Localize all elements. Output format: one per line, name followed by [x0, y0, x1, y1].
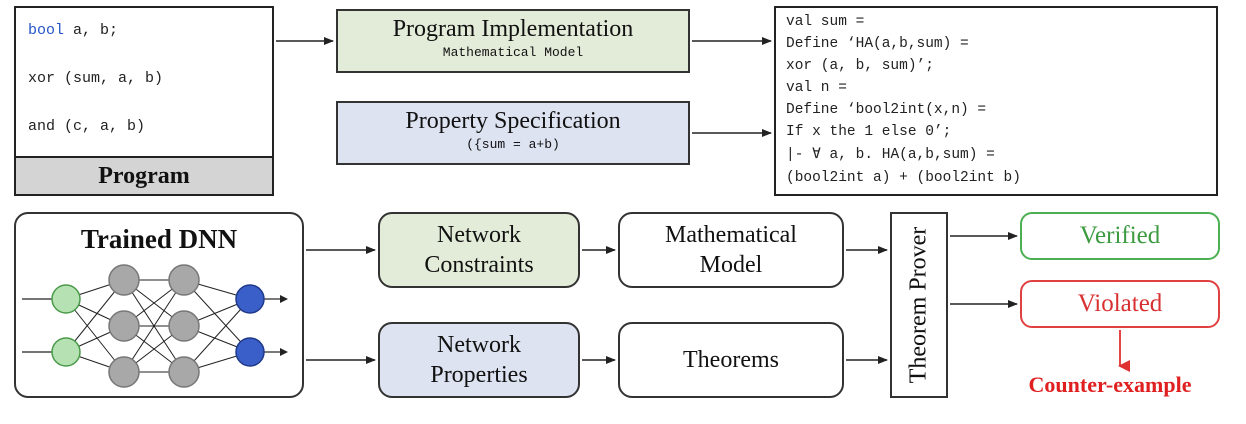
constraints-line-1: Network	[437, 222, 521, 248]
properties-line-2: Properties	[430, 362, 528, 388]
mathematical-model-box: Mathematical Model	[618, 212, 844, 288]
implementation-title: Program Implementation	[392, 16, 634, 42]
verified-label: Verified	[1079, 222, 1161, 249]
code-line-3: and (c, a, b)	[28, 118, 145, 135]
properties-line-1: Network	[437, 332, 521, 358]
hol-line: val n =	[786, 80, 847, 96]
theorems-box: Theorems	[618, 322, 844, 398]
property-specification-box: Property Specification ({sum = a+b)	[336, 101, 690, 165]
verified-box: Verified	[1020, 212, 1220, 260]
violated-label: Violated	[1077, 290, 1163, 317]
hol-line: val sum =	[786, 14, 865, 30]
code-line-1: bool a, b;	[28, 22, 118, 39]
code-keyword: bool	[28, 22, 65, 39]
trained-dnn-box: Trained DNN	[14, 212, 304, 398]
hol-line: Define ‘HA(a,b,sum) =	[786, 36, 969, 52]
code-text: and (c, a, b)	[28, 118, 146, 135]
violated-box: Violated	[1020, 280, 1220, 328]
program-box: bool a, b; xor (sum, a, b) and (c, a, b)…	[14, 6, 274, 196]
hol-line: (bool2int a) + (bool2int b)	[786, 170, 1021, 186]
hol-line: xor (a, b, sum)’;	[786, 58, 934, 74]
code-text: a, b;	[64, 22, 119, 39]
code-text: xor (sum, a, b)	[28, 70, 164, 87]
implementation-subtitle: Mathematical Model	[442, 45, 584, 60]
constraints-line-2: Constraints	[424, 252, 534, 278]
network-constraints-box: Network Constraints	[378, 212, 580, 288]
theorem-prover-box: Theorem Prover	[890, 212, 948, 398]
program-label: Program	[16, 156, 272, 194]
network-properties-box: Network Properties	[378, 322, 580, 398]
hol-line: |- ∀ a, b. HA(a,b,sum) =	[786, 147, 995, 163]
theorems-label: Theorems	[683, 347, 779, 373]
neural-network-icon	[22, 264, 288, 388]
model-line-2: Model	[699, 252, 763, 278]
counter-example-label: Counter-example	[1028, 372, 1192, 397]
model-line-1: Mathematical	[665, 222, 797, 248]
specification-title: Property Specification	[405, 108, 621, 134]
program-implementation-box: Program Implementation Mathematical Mode…	[336, 9, 690, 73]
specification-subtitle: ({sum = a+b)	[466, 137, 560, 152]
hol-code-box: val sum = Define ‘HA(a,b,sum) = xor (a, …	[774, 6, 1218, 196]
dnn-title: Trained DNN	[80, 224, 238, 254]
hol-line: Define ‘bool2int(x,n) =	[786, 102, 987, 118]
hol-line: If x the 1 else 0’;	[786, 124, 952, 140]
code-line-2: xor (sum, a, b)	[28, 70, 163, 87]
